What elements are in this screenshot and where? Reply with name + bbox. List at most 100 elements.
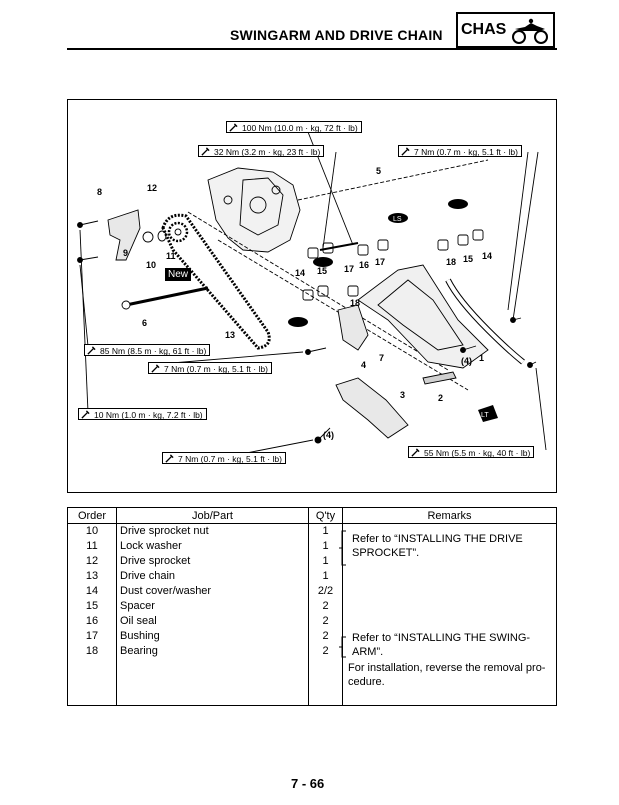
part-callout: 11 bbox=[166, 251, 176, 261]
remarks-cell bbox=[342, 614, 557, 629]
order-cell: 18 bbox=[67, 644, 117, 659]
order-cell: 13 bbox=[67, 569, 117, 584]
order-cell: 14 bbox=[67, 584, 117, 599]
qty-cell: 2 bbox=[308, 599, 343, 614]
remarks-line: cedure. bbox=[348, 676, 385, 688]
remarks-swingarm: Refer to “INSTALLING THE SWING- ARM”. bbox=[352, 631, 530, 659]
remarks-line: Refer to “INSTALLING THE DRIVE bbox=[352, 533, 523, 545]
part-cell: Oil seal bbox=[116, 614, 309, 629]
diagram-drawing: LS LT bbox=[77, 131, 547, 456]
section-badge: CHAS bbox=[456, 12, 555, 48]
torque-wrench-icon bbox=[87, 346, 96, 355]
part-callout: 3 bbox=[400, 390, 406, 400]
qty-cell bbox=[308, 659, 343, 690]
new-part-tag: New bbox=[165, 268, 192, 281]
qty-cell: 2 bbox=[308, 614, 343, 629]
torque-wrench-icon bbox=[411, 448, 420, 457]
part-callout: 14 bbox=[482, 251, 493, 261]
table-header-row: Order Job/Part Q'ty Remarks bbox=[67, 507, 557, 524]
torque-wrench-icon bbox=[81, 410, 90, 419]
part-callout: 7 bbox=[379, 353, 385, 363]
remarks-line: SPROCKET”. bbox=[352, 547, 420, 559]
part-callout: 10 bbox=[146, 260, 157, 270]
remarks-cell bbox=[342, 659, 557, 690]
torque-spec: 7 Nm (0.7 m · kg, 5.1 ft · lb) bbox=[398, 145, 522, 157]
column-header-order: Order bbox=[67, 507, 117, 524]
part-callout: 6 bbox=[142, 318, 148, 328]
part-callout: (4) bbox=[323, 430, 334, 440]
header-rule bbox=[67, 48, 557, 50]
section-label: CHAS bbox=[461, 21, 507, 38]
order-cell: 17 bbox=[67, 629, 117, 644]
part-cell: Bushing bbox=[116, 629, 309, 644]
torque-value: 32 Nm (3.2 m · kg, 23 ft · lb) bbox=[214, 147, 321, 157]
torque-spec: 7 Nm (0.7 m · kg, 5.1 ft · lb) bbox=[148, 362, 272, 374]
atv-icon bbox=[512, 18, 548, 44]
part-callout: 15 bbox=[463, 254, 474, 264]
order-cell: 10 bbox=[67, 523, 117, 539]
order-cell bbox=[67, 690, 117, 706]
order-cell: 15 bbox=[67, 599, 117, 614]
qty-cell: 2 bbox=[308, 644, 343, 659]
ls-marker-icons bbox=[288, 199, 498, 422]
qty-cell: 1 bbox=[308, 569, 343, 584]
torque-value: 7 Nm (0.7 m · kg, 5.1 ft · lb) bbox=[164, 364, 268, 374]
column-header-job-part: Job/Part bbox=[116, 507, 309, 524]
part-callout: 13 bbox=[225, 330, 236, 340]
part-callout: 2 bbox=[438, 393, 444, 403]
torque-value: 100 Nm (10.0 m · kg, 72 ft · lb) bbox=[242, 123, 358, 133]
order-cell bbox=[67, 659, 117, 690]
torque-spec: 55 Nm (5.5 m · kg, 40 ft · lb) bbox=[408, 446, 535, 458]
part-callout: 18 bbox=[446, 257, 457, 267]
qty-cell: 2/2 bbox=[308, 584, 343, 599]
part-cell: Dust cover/washer bbox=[116, 584, 309, 599]
part-callout: 4 bbox=[361, 360, 367, 370]
part-callout: 12 bbox=[147, 183, 158, 193]
part-cell: Drive chain bbox=[116, 569, 309, 584]
part-cell: Spacer bbox=[116, 599, 309, 614]
torque-value: 55 Nm (5.5 m · kg, 40 ft · lb) bbox=[424, 448, 531, 458]
remarks-line: ARM”. bbox=[352, 646, 384, 658]
part-callout: 5 bbox=[376, 166, 382, 176]
part-callout: 17 bbox=[344, 264, 355, 274]
part-cell: Lock washer bbox=[116, 539, 309, 554]
part-callout: 9 bbox=[123, 248, 129, 258]
torque-wrench-icon bbox=[229, 123, 238, 132]
qty-cell: 2 bbox=[308, 629, 343, 644]
torque-wrench-icon bbox=[165, 454, 174, 463]
order-cell: 16 bbox=[67, 614, 117, 629]
torque-spec: 32 Nm (3.2 m · kg, 23 ft · lb) bbox=[198, 145, 325, 157]
page-title: SWINGARM AND DRIVE CHAIN bbox=[230, 27, 443, 43]
part-callout: (4) bbox=[461, 356, 472, 366]
torque-spec: 10 Nm (1.0 m · kg, 7.2 ft · lb) bbox=[78, 408, 207, 420]
column-header-qty: Q'ty bbox=[308, 507, 343, 524]
remarks-cell bbox=[342, 599, 557, 614]
torque-wrench-icon bbox=[201, 147, 210, 156]
part-callout: 15 bbox=[317, 266, 328, 276]
lt-text: LT bbox=[481, 412, 489, 419]
exploded-view-diagram: LS LT 100 Nm (10.0 m · kg, 72 ft · lb) 3… bbox=[67, 99, 557, 493]
part-cell: Drive sprocket bbox=[116, 554, 309, 569]
table-row bbox=[67, 659, 557, 690]
torque-spec: 100 Nm (10.0 m · kg, 72 ft · lb) bbox=[226, 121, 362, 133]
part-callout: 18 bbox=[350, 298, 361, 308]
torque-wrench-icon bbox=[151, 364, 160, 373]
part-cell: Drive sprocket nut bbox=[116, 523, 309, 539]
qty-cell: 1 bbox=[308, 523, 343, 539]
part-callout: 8 bbox=[97, 187, 103, 197]
torque-value: 85 Nm (8.5 m · kg, 61 ft · lb) bbox=[100, 346, 207, 356]
qty-cell: 1 bbox=[308, 539, 343, 554]
part-callout: 1 bbox=[479, 353, 485, 363]
torque-value: 7 Nm (0.7 m · kg, 5.1 ft · lb) bbox=[178, 454, 282, 464]
remarks-cell bbox=[342, 569, 557, 584]
ls-text: LS bbox=[393, 216, 402, 223]
table-row bbox=[67, 690, 557, 706]
remarks-cell bbox=[342, 584, 557, 599]
